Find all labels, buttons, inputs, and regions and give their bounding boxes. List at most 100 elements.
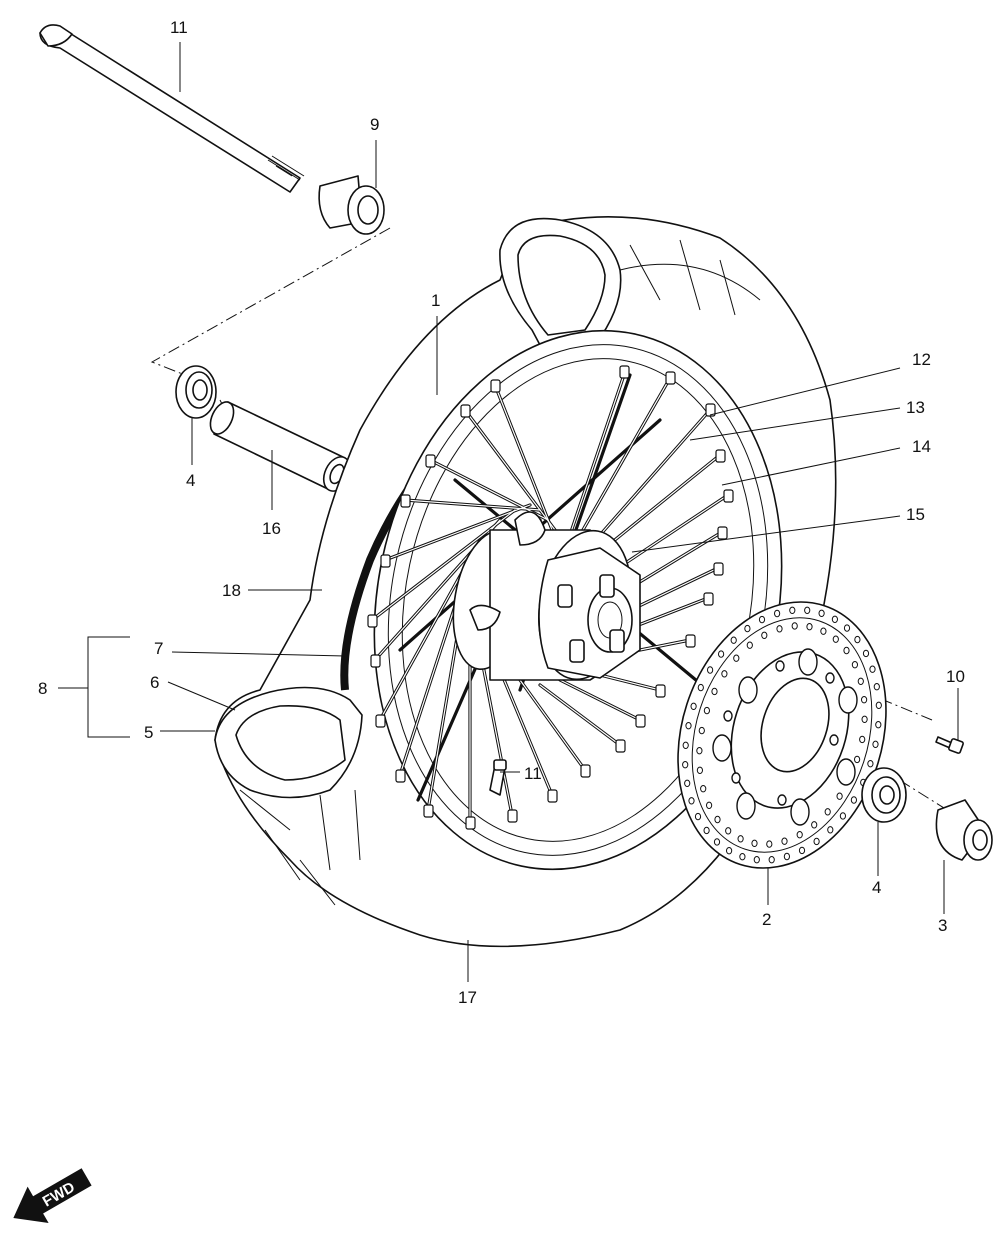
disc-hole — [872, 740, 879, 748]
disc-hole — [824, 808, 831, 816]
disc-hole — [781, 837, 788, 845]
callout-bearing-left: 4 — [186, 471, 195, 490]
collar-right — [935, 799, 993, 861]
disc-hole — [813, 837, 820, 846]
disc-hole — [737, 835, 744, 843]
axle — [39, 24, 305, 193]
disc-hole — [684, 779, 691, 787]
callout-axle: 11 — [170, 18, 188, 37]
brake-disc — [677, 601, 887, 869]
disc-hole — [818, 609, 825, 617]
disc-hole — [753, 856, 760, 864]
disc-holes — [682, 606, 882, 864]
disc-hole — [791, 622, 798, 630]
callout-tire-upper: 1 — [431, 291, 440, 310]
disc-hole — [711, 687, 718, 696]
callout-nipple: 14 — [912, 437, 931, 456]
disc-hole — [774, 609, 781, 618]
callout-collar-right: 3 — [938, 916, 947, 935]
disc-hole — [703, 706, 711, 715]
callout-rim: 17 — [458, 988, 477, 1007]
disc-hole — [796, 831, 803, 839]
disc-hole — [726, 847, 733, 855]
disc-hole — [873, 683, 880, 691]
disc-hole — [718, 650, 725, 658]
disc-hole — [869, 665, 876, 673]
disc-hole — [836, 792, 843, 800]
disc-hole — [820, 627, 827, 635]
callout-tube-band: 7 — [154, 639, 163, 658]
disc-hole — [682, 761, 689, 769]
disc-hole — [698, 726, 705, 735]
disc-hole — [839, 812, 847, 820]
disc-hole — [688, 797, 695, 805]
disc-hole — [758, 615, 766, 624]
disc-hole — [850, 796, 858, 804]
disc-hole — [751, 839, 758, 847]
disc-hole — [739, 853, 746, 861]
disc-hole — [725, 827, 732, 835]
disc-hole — [804, 606, 811, 614]
disc-hole — [697, 683, 704, 692]
callout-collar-top: 9 — [370, 115, 379, 134]
disc-hole — [696, 747, 703, 755]
disc-hole — [789, 606, 796, 614]
callout-tire-lower: 5 — [144, 723, 153, 742]
disc-hole — [875, 721, 882, 729]
bearing-right — [861, 767, 907, 823]
disc-hole — [811, 821, 818, 829]
disc-hole — [707, 666, 714, 674]
disc-hole — [827, 826, 834, 834]
disc-hole — [862, 649, 870, 658]
callout-bearing-right: 4 — [872, 878, 881, 897]
callout-rim-strip: 18 — [222, 581, 241, 600]
bolt — [935, 736, 964, 754]
callout-labels: 11 9 1 4 16 12 13 14 15 18 8 7 6 5 10 11… — [38, 18, 965, 1007]
disc-hole — [714, 815, 721, 824]
disc-hole — [854, 635, 861, 644]
disc-hole — [768, 856, 775, 864]
callout-spoke-a: 12 — [912, 350, 931, 369]
disc-hole — [682, 741, 689, 749]
disc-hole — [706, 801, 713, 809]
disc-hole — [832, 635, 839, 643]
disc-hole — [685, 722, 692, 730]
callout-disc: 2 — [762, 910, 771, 929]
disc-hole — [700, 785, 707, 793]
disc-hole — [843, 624, 851, 632]
disc-hole — [861, 715, 868, 723]
disc-hole — [744, 624, 751, 633]
spacer — [209, 401, 352, 492]
bearing-left — [175, 365, 217, 419]
disc-hole — [798, 846, 806, 855]
callout-tube: 6 — [150, 673, 159, 692]
disc-hole — [713, 838, 721, 846]
disc-hole — [746, 641, 753, 649]
disc-hole — [857, 677, 864, 685]
callout-spoke-b: 13 — [906, 398, 925, 417]
disc-hole — [843, 646, 850, 655]
callout-hub: 15 — [906, 505, 925, 524]
disc-hole — [783, 852, 791, 861]
disc-hole — [696, 766, 704, 774]
disc-hole — [690, 702, 697, 710]
disc-hole — [730, 636, 737, 644]
disc-hole — [806, 623, 813, 631]
disc-hole — [861, 696, 868, 704]
callout-bolt: 10 — [946, 667, 965, 686]
leader-lines — [58, 42, 959, 982]
disc-hole — [761, 631, 768, 639]
disc-hole — [766, 840, 773, 848]
hub — [452, 511, 641, 681]
collar-top — [318, 175, 385, 235]
disc-hole — [694, 812, 702, 821]
callout-valve: 11 — [524, 764, 542, 783]
disc-hole — [851, 661, 859, 669]
disc-hole — [703, 826, 710, 835]
disc-hole — [733, 654, 740, 662]
disc-hole — [776, 625, 783, 633]
disc-hole — [721, 670, 728, 678]
callout-spacer: 16 — [262, 519, 281, 538]
fwd-arrow-icon: FWD — [13, 1168, 92, 1224]
